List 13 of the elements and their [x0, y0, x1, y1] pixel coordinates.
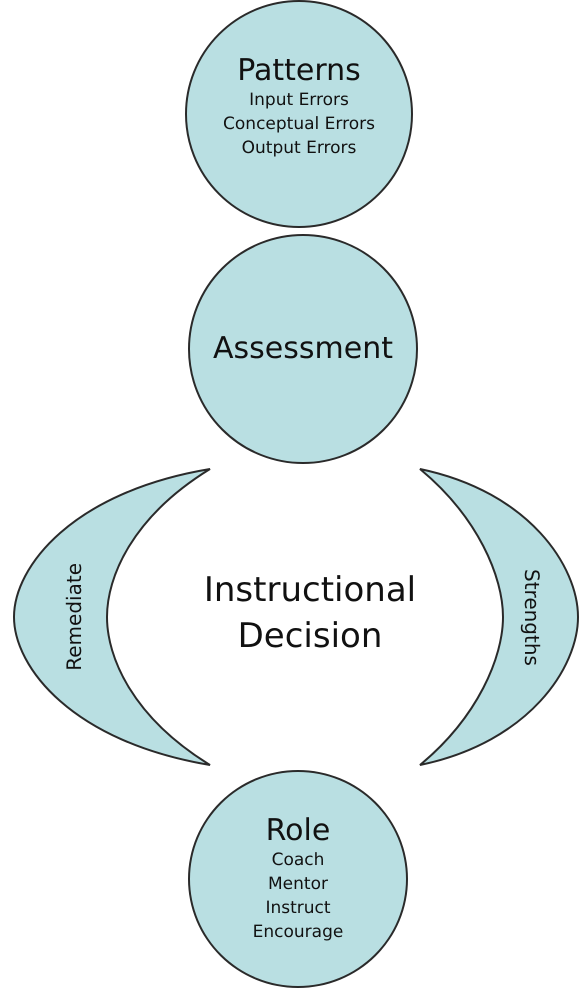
- list-item: Mentor: [268, 873, 328, 896]
- list-item: Encourage: [252, 920, 344, 944]
- vertical-label: Strengths: [520, 568, 544, 666]
- list-item: Conceptual Errors: [223, 113, 375, 136]
- circle-heading: Patterns: [237, 53, 361, 90]
- vertical-label: Remediate: [62, 563, 86, 671]
- list-item: Input Errors: [249, 89, 349, 112]
- center-label: Instructional Decision: [202, 569, 418, 658]
- list-item: Coach: [272, 849, 324, 872]
- circle-heading: Assessment: [213, 331, 393, 367]
- list-item: Output Errors: [242, 136, 356, 160]
- list-item: Instruct: [265, 897, 331, 920]
- circle-heading: Role: [266, 813, 330, 850]
